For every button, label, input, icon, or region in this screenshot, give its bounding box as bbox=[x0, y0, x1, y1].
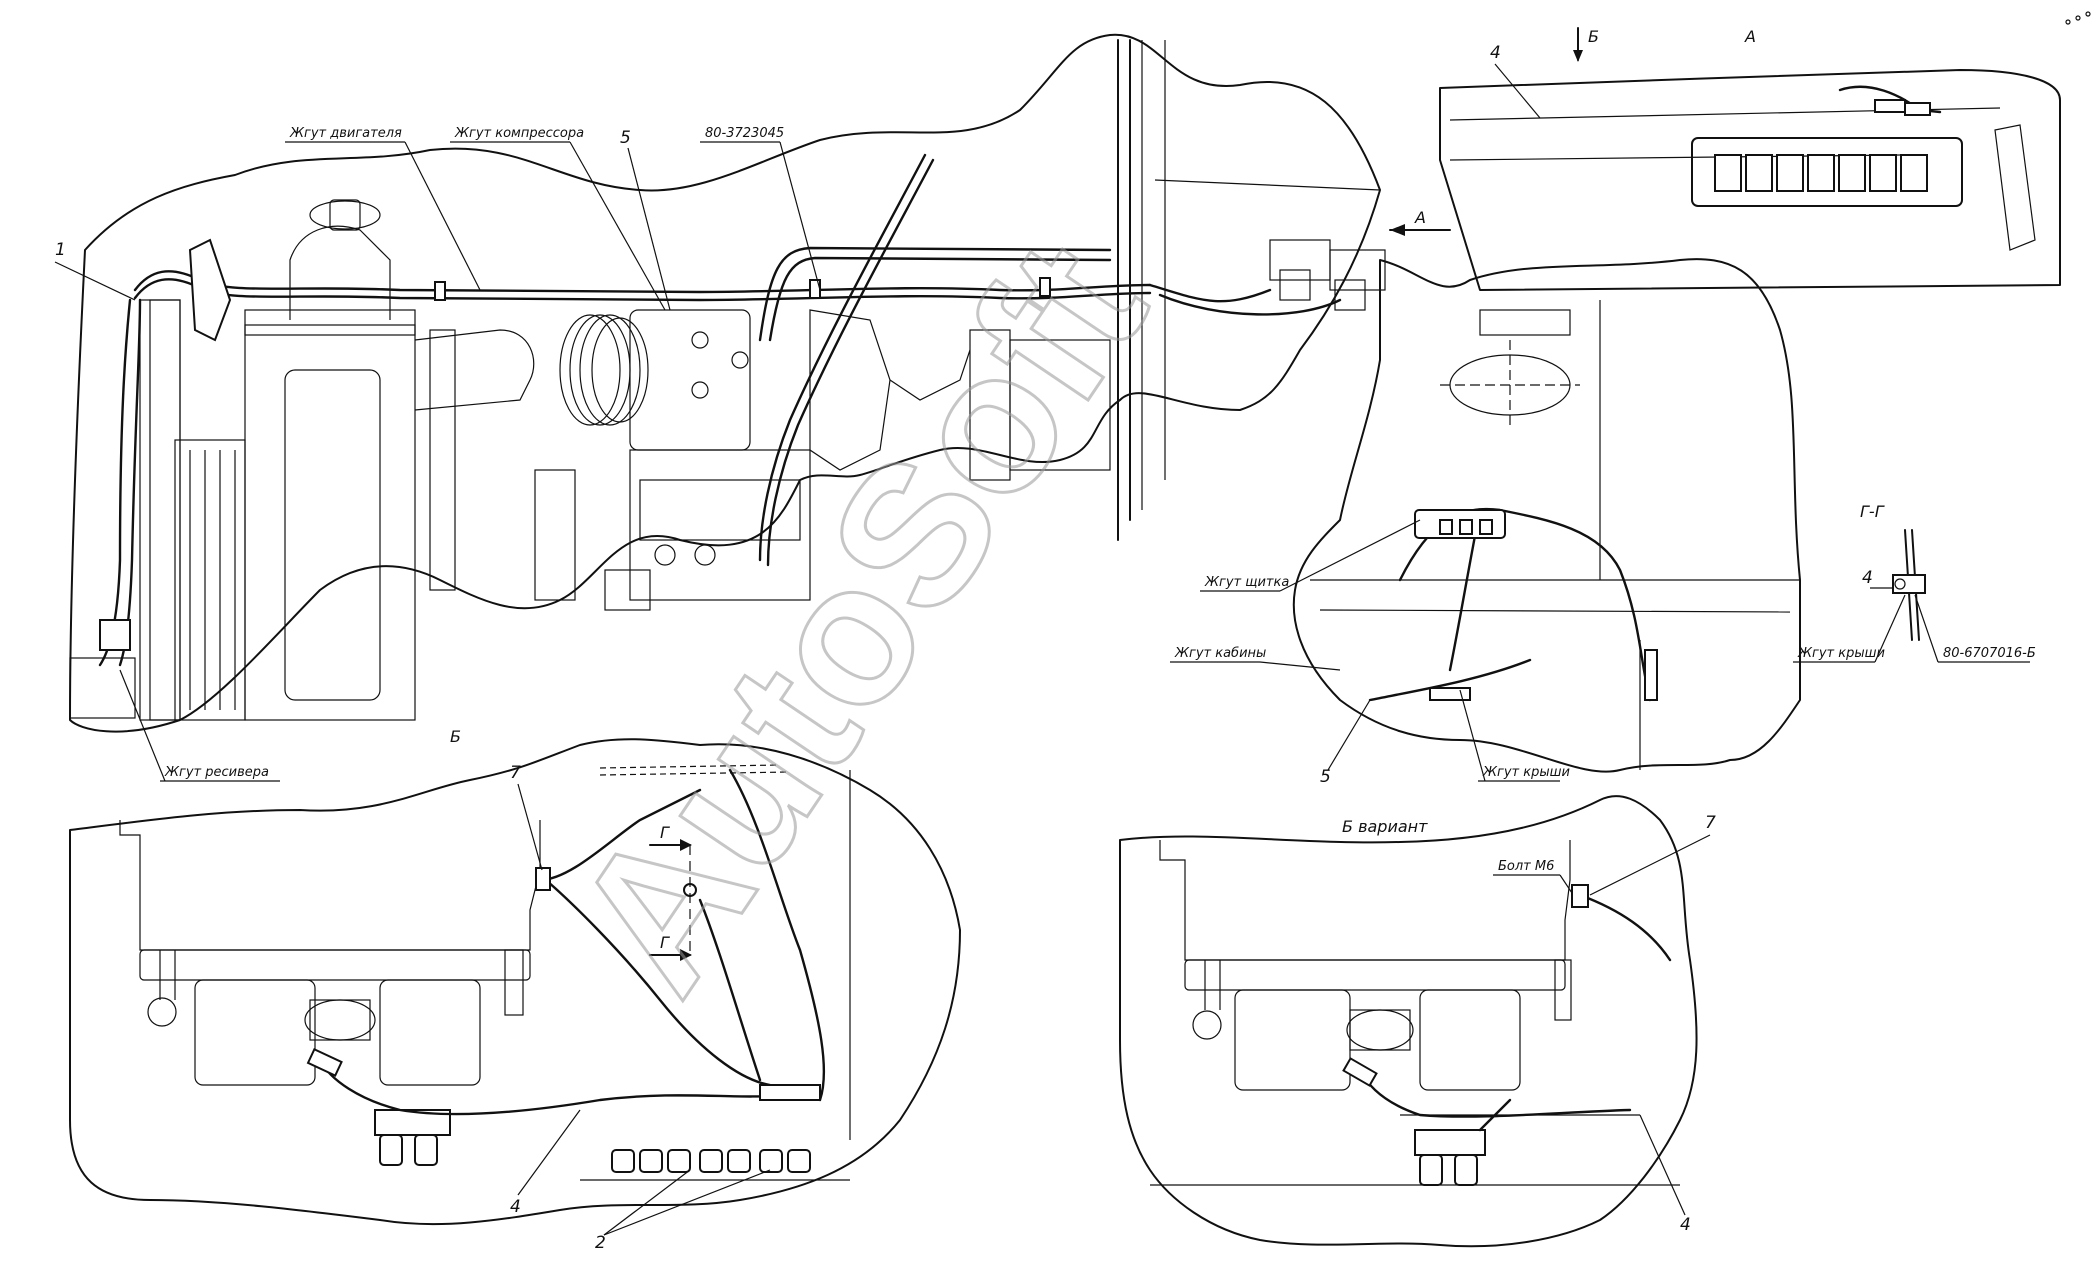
callout-5-right: 5 bbox=[1320, 767, 1331, 787]
switch-2 bbox=[1745, 154, 1773, 192]
view-a-outline bbox=[1439, 69, 2061, 291]
manifold bbox=[809, 309, 891, 471]
door-frame bbox=[1994, 124, 2036, 251]
heater-box-b bbox=[119, 820, 541, 951]
heater-knob-b bbox=[147, 997, 177, 1027]
tube-wire bbox=[758, 246, 1112, 342]
switch-3 bbox=[1776, 154, 1804, 192]
switch-1 bbox=[1714, 154, 1742, 192]
section-g-g: Г-Г 4 Жгут крыши 80-6707016-Б bbox=[1793, 502, 2036, 663]
label-cab-harness: Жгут кабины bbox=[1174, 646, 1266, 661]
engine-labels: 1 Жгут двигателя Жгут компрессора 5 80-3… bbox=[54, 126, 1451, 782]
clip-7-variant bbox=[1571, 884, 1589, 908]
switch-7 bbox=[1900, 154, 1928, 192]
callout-7-left: 7 bbox=[510, 763, 521, 783]
relay-block-2 bbox=[1329, 249, 1386, 291]
label-roof-harness-gg: Жгут крыши bbox=[1797, 646, 1885, 661]
variant-knob bbox=[1192, 1010, 1222, 1040]
label-roof-harness-right: Жгут крыши bbox=[1482, 765, 1570, 780]
cab-view-outline bbox=[1292, 258, 1801, 773]
filter-top bbox=[289, 225, 391, 320]
view-b-variant-outline bbox=[1119, 795, 1698, 1248]
heater-duct-right bbox=[379, 979, 481, 1086]
diagonal-tube bbox=[758, 153, 927, 562]
label-part-80-3723045: 80-3723045 bbox=[705, 126, 784, 141]
view-b-variant: Б вариант Болт М6 7 4 bbox=[1119, 795, 1716, 1248]
cab-connector bbox=[1429, 687, 1471, 701]
compressor-pulley bbox=[559, 314, 621, 426]
switch-4 bbox=[1807, 154, 1835, 192]
variant-motor bbox=[1346, 1009, 1414, 1051]
switch-panel bbox=[1691, 137, 1963, 207]
filter-cap bbox=[309, 200, 381, 230]
cut-g-top: Г bbox=[660, 823, 670, 842]
variant-duct-left bbox=[1234, 989, 1351, 1091]
callout-1: 1 bbox=[55, 240, 66, 260]
switch-row-b bbox=[611, 1149, 811, 1173]
switch-6 bbox=[1869, 154, 1897, 192]
label-receiver-harness: Жгут ресивера bbox=[164, 765, 269, 780]
variant-wire-1 bbox=[1358, 1068, 1632, 1118]
engine-view bbox=[69, 33, 1386, 733]
label-panel-harness: Жгут щитка bbox=[1204, 575, 1289, 590]
housing bbox=[244, 324, 416, 721]
view-a-title: А bbox=[1744, 27, 1756, 46]
label-engine-harness: Жгут двигателя bbox=[289, 126, 402, 141]
arrow-a-label: А bbox=[1414, 208, 1426, 227]
view-b-variant-title: Б вариант bbox=[1342, 817, 1428, 836]
bracket bbox=[534, 469, 576, 601]
view-b-title: Б bbox=[450, 727, 461, 746]
view-b: Б bbox=[69, 727, 961, 1253]
section-g-g-title: Г-Г bbox=[1860, 502, 1885, 521]
label-part-80-6707016-b: 80-6707016-Б bbox=[1943, 646, 2036, 661]
engine-view-outline bbox=[69, 33, 1381, 733]
clip-7-b bbox=[535, 867, 551, 891]
callout-5-top: 5 bbox=[620, 128, 631, 148]
sensor-1 bbox=[188, 238, 232, 342]
label-bolt-m6: Болт М6 bbox=[1498, 859, 1554, 874]
receiver-harness-wire bbox=[98, 298, 132, 667]
heater-duct-left bbox=[194, 979, 316, 1086]
view-a: А Б 4 bbox=[1439, 27, 2061, 291]
heater-box-variant bbox=[1159, 840, 1571, 961]
radiator-frame bbox=[139, 299, 181, 721]
radiator-core bbox=[149, 299, 181, 721]
arrow-b-label: Б bbox=[1588, 27, 1599, 46]
corner-marks bbox=[2065, 11, 2091, 25]
variant-duct-right bbox=[1419, 989, 1521, 1091]
callout-7-right: 7 bbox=[1705, 813, 1716, 833]
cut-g-bottom: Г bbox=[660, 933, 670, 952]
callout-4-gg: 4 bbox=[1862, 568, 1873, 588]
relay-block-1 bbox=[1269, 239, 1331, 281]
switch-5 bbox=[1838, 154, 1866, 192]
callout-2: 2 bbox=[595, 1233, 606, 1253]
view-b-outline bbox=[69, 738, 961, 1226]
connector-bundle-b bbox=[374, 1109, 451, 1136]
left-connector bbox=[99, 619, 131, 651]
callout-4-right: 4 bbox=[1680, 1215, 1691, 1235]
connector-bundle-variant bbox=[1414, 1129, 1486, 1156]
view-b-wire-1 bbox=[538, 873, 772, 1087]
label-compressor-harness: Жгут компрессора bbox=[454, 126, 584, 141]
section-bolt bbox=[1892, 574, 1926, 594]
cab-view: Жгут щитка Жгут кабины 5 Жгут крыши bbox=[1170, 258, 1801, 787]
callout-4-a: 4 bbox=[1490, 43, 1501, 63]
callout-4-left: 4 bbox=[510, 1197, 521, 1217]
battery-box bbox=[69, 657, 136, 719]
intake-pipe bbox=[414, 329, 535, 411]
housing-window bbox=[284, 369, 381, 701]
engine-block bbox=[629, 449, 811, 601]
